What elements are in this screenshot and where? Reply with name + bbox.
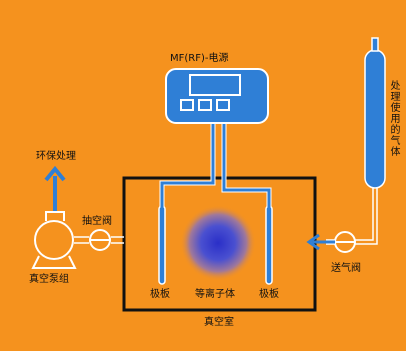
power-cables [160,122,271,207]
power-supply-label: MF(RF)-电源 [170,53,229,64]
power-supply-icon [165,68,269,124]
electrode-right-plate [265,205,273,285]
gas-feed-pipe [326,188,378,245]
plasma-label: 等离子体 [195,289,235,300]
process-gas-label: 处理使用的气体 [388,80,399,157]
gas-inlet-arrow-icon [306,233,335,251]
electrode-left-label: 极板 [150,289,170,300]
electrode-left-plate [158,205,166,285]
plasma-glow [180,205,256,281]
gas-cylinder-icon [364,37,386,189]
vacuum-chamber-label: 真空室 [204,317,234,328]
exhaust-valve-label: 抽空阀 [82,216,112,227]
exhaust-pipe [74,236,124,244]
diagram-background [0,0,406,351]
vacuum-pump-icon [31,211,77,269]
electrode-right-label: 极板 [259,289,279,300]
gas-valve-icon [334,231,356,253]
vacuum-chamber-box [122,176,317,312]
environmental-treatment-label: 环保处理 [36,151,76,162]
exhaust-arrow-icon [44,165,66,211]
vacuum-pump-label: 真空泵组 [29,274,69,285]
exhaust-valve-icon [89,229,111,251]
gas-valve-label: 送气阀 [331,263,361,274]
